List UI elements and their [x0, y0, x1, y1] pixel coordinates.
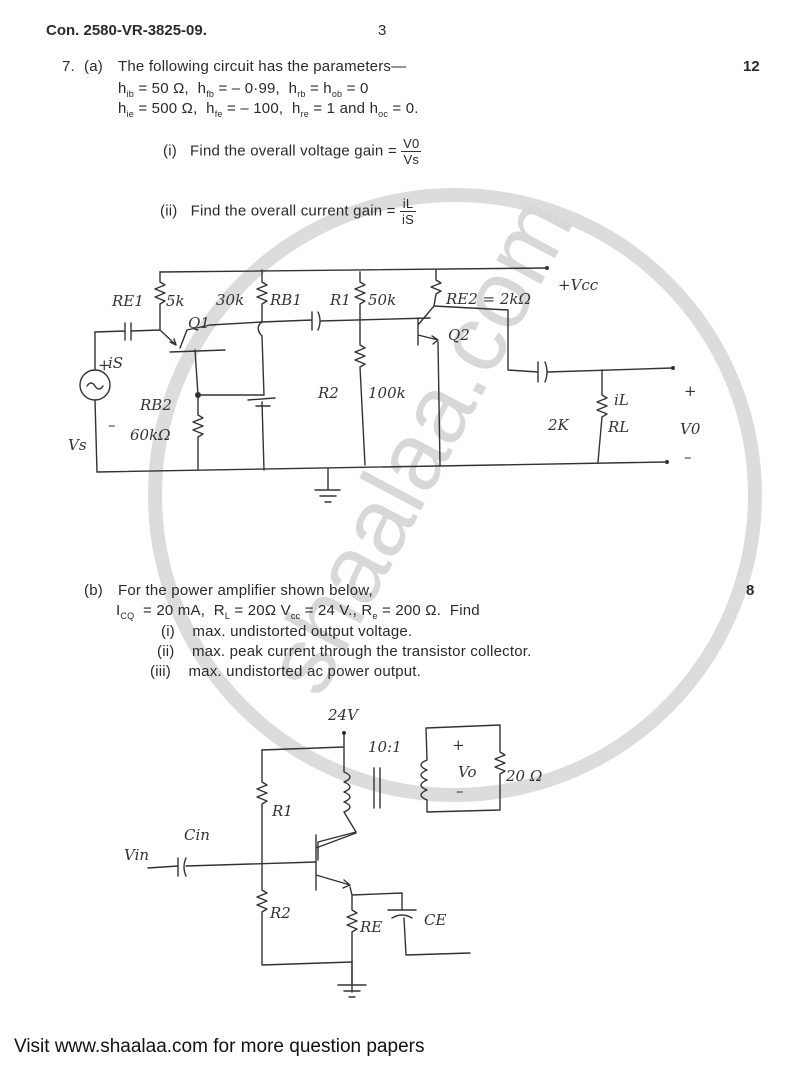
page-number: 3: [378, 22, 387, 39]
svg-text:R2: R2: [269, 904, 291, 922]
q7b-params: ICQ = 20 mA, RL = 20Ω Vcc = 24 V., Re = …: [116, 602, 480, 621]
svg-text:RE: RE: [359, 918, 382, 936]
svg-text:24V: 24V: [327, 706, 360, 724]
svg-text:iS: iS: [108, 354, 123, 372]
svg-text:10:1: 10:1: [368, 738, 402, 756]
circuit-diagram-7a: +Vcc RE1 5k Q1 30k RB1 R1 50k RE2 = 2kΩ …: [68, 266, 701, 503]
svg-text:–: –: [108, 416, 116, 434]
part-label-a: (a): [84, 58, 103, 75]
svg-text:Vs: Vs: [68, 436, 87, 454]
svg-text:Vin: Vin: [124, 846, 149, 864]
q7b-item-iii: (iii) max. undistorted ac power output.: [150, 663, 422, 680]
svg-text:Q2: Q2: [448, 326, 470, 344]
svg-text:R1: R1: [271, 802, 293, 820]
q7a-intro: The following circuit has the parameters…: [118, 58, 407, 75]
h-params-line2: hie = 500 Ω, hfe = – 100, hre = 1 and ho…: [118, 100, 419, 119]
part-label-b: (b): [84, 582, 103, 599]
svg-text:100k: 100k: [368, 384, 406, 402]
svg-text:V0: V0: [680, 420, 701, 438]
svg-text:50k: 50k: [368, 291, 396, 309]
marks-7b: 8: [746, 582, 755, 599]
svg-text:20 Ω: 20 Ω: [505, 767, 542, 785]
svg-text:+: +: [684, 382, 697, 400]
svg-text:Cin: Cin: [184, 826, 210, 844]
svg-text:–: –: [684, 448, 692, 466]
q7b-item-ii: (ii) max. peak current through the trans…: [157, 643, 532, 660]
svg-text:Q1: Q1: [188, 314, 210, 332]
svg-text:60kΩ: 60kΩ: [130, 426, 171, 444]
svg-text:5k: 5k: [166, 292, 185, 310]
svg-text:R2: R2: [317, 384, 339, 402]
svg-text:Vo: Vo: [458, 763, 477, 781]
h-params-line1: hib = 50 Ω, hfb = – 0·99, hrb = hob = 0: [118, 80, 369, 99]
svg-text:RE1: RE1: [111, 292, 144, 310]
svg-text:RL: RL: [607, 418, 629, 436]
svg-text:RB2: RB2: [139, 396, 172, 414]
svg-text:+: +: [452, 736, 465, 754]
svg-text:RB1: RB1: [269, 291, 302, 309]
q7b-intro: For the power amplifier shown below,: [118, 582, 373, 599]
circuit-diagram-7b: 24V 10:1 + Vo – 20 Ω R1 Cin Vin R2 RE CE: [124, 706, 542, 998]
svg-text:RE2 = 2kΩ: RE2 = 2kΩ: [445, 290, 531, 308]
svg-text:+Vcc: +Vcc: [558, 276, 599, 294]
q7b-item-i: (i) max. undistorted output voltage.: [161, 623, 413, 640]
svg-text:2K: 2K: [547, 416, 570, 434]
svg-text:+: +: [98, 356, 111, 374]
svg-text:–: –: [456, 782, 464, 800]
svg-text:R1: R1: [329, 291, 351, 309]
svg-text:iL: iL: [614, 391, 629, 409]
svg-text:30k: 30k: [216, 291, 244, 309]
svg-text:CE: CE: [424, 911, 446, 929]
paper-code: Con. 2580-VR-3825-09.: [46, 22, 207, 39]
marks-7a: 12: [743, 58, 760, 75]
question-number: 7.: [62, 58, 75, 75]
footer-link-text[interactable]: Visit www.shaalaa.com for more question …: [14, 1036, 425, 1057]
